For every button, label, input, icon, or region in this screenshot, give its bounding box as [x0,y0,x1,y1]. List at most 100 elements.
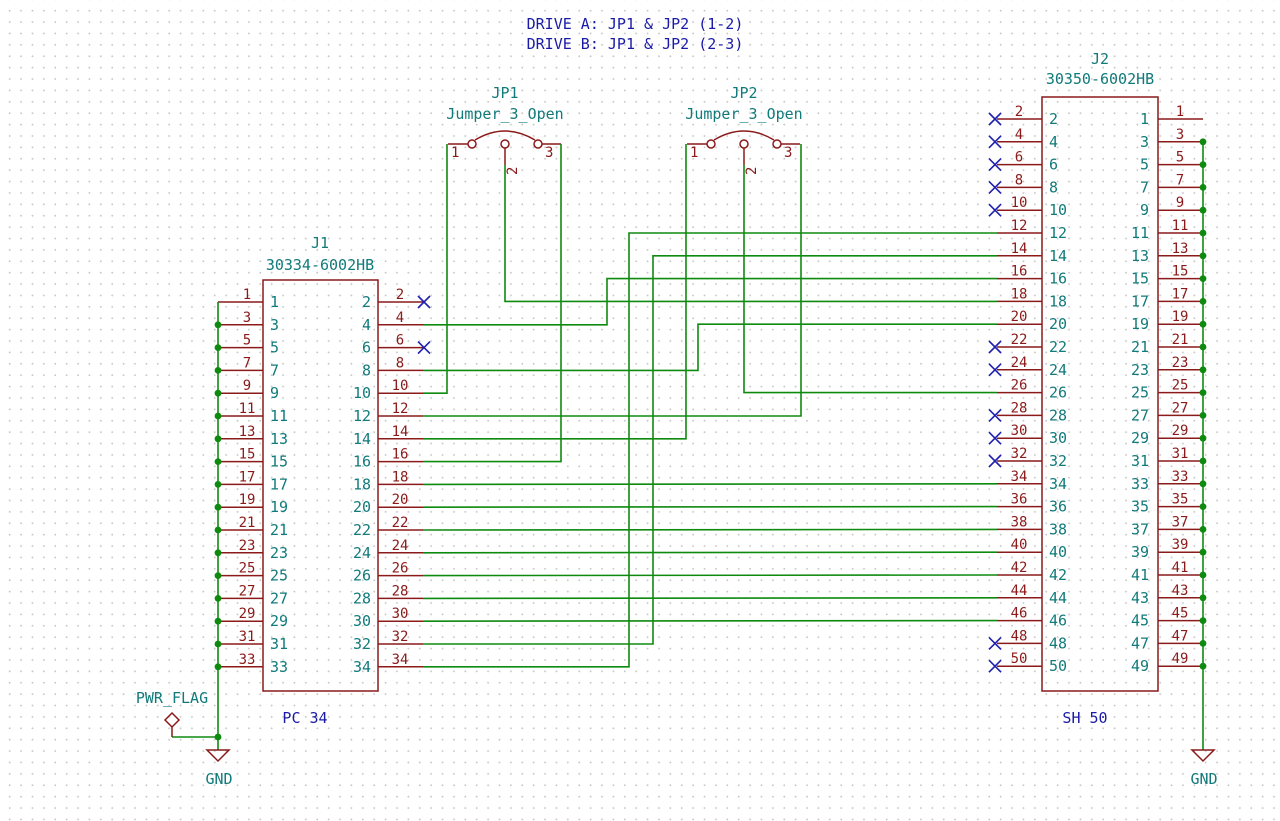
junction-j2-35 [1199,503,1207,510]
j2-pin-name-13: 13 [1131,247,1149,265]
j1-pin-name-6: 6 [362,339,371,357]
wire-j1-14-jp2-1 [423,144,687,440]
wire-jp1-2-j2-18 [504,165,997,303]
j2-pin-name-26: 26 [1049,384,1067,402]
no-connect-j2-8-b [988,180,1002,194]
wire-j1-32-j2-14 [423,255,997,645]
j2-pin-number-35: 35 [1172,492,1189,508]
junction-j2-21 [1199,343,1207,351]
j2-pin-number-24: 24 [1011,355,1028,371]
j1-pin-number-14: 14 [392,424,409,440]
j1-pin-number-18: 18 [392,469,409,485]
j1-pin-name-9: 9 [270,384,279,402]
wire-j1-18-j2-34 [422,482,998,486]
j1-pin-number-11: 11 [239,401,256,417]
j2-pin-number-8: 8 [1015,172,1023,188]
j2-pin-number-11: 11 [1172,218,1189,234]
junction-j2-13 [1199,252,1207,260]
j1-pin-number-31: 31 [239,629,256,645]
j2-pin-number-36: 36 [1011,492,1028,508]
j1-pin-number-34: 34 [392,652,409,668]
j1-pin-number-26: 26 [392,561,409,577]
j2-pin-name-12: 12 [1049,224,1067,242]
j2-pin-name-36: 36 [1049,498,1067,516]
no-connect-j2-24-b [988,363,1002,377]
j2-pin-number-44: 44 [1011,583,1028,599]
jp2-pin2: 2 [744,167,760,175]
wire-j1-28-j2-44 [422,596,998,600]
j1-pin-name-33: 33 [270,658,288,676]
j2-pin-name-40: 40 [1049,543,1067,561]
j2-pin-number-22: 22 [1011,332,1028,348]
j2-pin-name-3: 3 [1140,133,1149,151]
j2-pin-name-46: 46 [1049,612,1067,630]
j2-footer: SH 50 [1062,709,1107,727]
no-connect-j1-2-b [417,295,431,309]
j2-pin-number-33: 33 [1172,469,1189,485]
j1-pin-name-20: 20 [353,498,371,516]
no-connect-j2-2-b [988,112,1002,126]
j2-pin-number-2: 2 [1015,104,1023,120]
wire-j1-22-j2-38 [422,528,998,531]
j1-pin-name-10: 10 [353,384,371,402]
junction-j2-41 [1199,571,1207,579]
j1-pin-name-27: 27 [270,589,288,607]
jp1-pin2: 2 [505,167,521,175]
j2-pin-name-18: 18 [1049,292,1067,310]
junction-j1-31 [214,640,222,648]
j1-pin-name-14: 14 [353,430,371,448]
j2-pin-name-1: 1 [1140,110,1149,128]
junction-j1-29 [214,617,222,625]
j1-pin-number-27: 27 [239,583,256,599]
j2-pin-number-3: 3 [1176,127,1184,143]
junction-j2-19 [1199,320,1207,328]
j1-pin-number-24: 24 [392,538,409,554]
j1-pin-name-15: 15 [270,453,288,471]
j2-pin-name-9: 9 [1140,201,1149,219]
j2-pin-number-42: 42 [1011,560,1028,576]
j2-pin-number-6: 6 [1015,150,1023,166]
j1-pin-number-32: 32 [392,629,409,645]
j1-value: 30334-6002HB [266,256,374,274]
gnd-right-label: GND [1190,770,1217,788]
pwr-flag-symbol[interactable]: PWR_FLAG [136,689,208,737]
j1-pin-number-28: 28 [392,583,409,599]
j1-pin-number-21: 21 [239,515,256,531]
j1-pin-number-12: 12 [392,401,409,417]
gnd-left-symbol[interactable]: GND [205,749,233,788]
j1-pin-number-25: 25 [239,561,256,577]
j2-pin-name-21: 21 [1131,338,1149,356]
j2-pin-name-14: 14 [1049,247,1067,265]
j1-pin-number-19: 19 [239,492,256,508]
wire-j1-26-j2-42 [422,574,998,577]
wire-j1-30-j2-46 [422,619,998,623]
j2-pin-number-37: 37 [1172,514,1189,530]
jp2-pin3: 3 [784,145,792,161]
junction-j2-27 [1199,412,1207,419]
wire-j1-12-jp2-3 [423,144,802,417]
junction-j1-15 [214,458,222,465]
no-connect-j2-4-b [988,135,1002,149]
j2-pin-name-4: 4 [1049,133,1058,151]
j2-pin-number-14: 14 [1011,241,1028,257]
jumper-jp2[interactable]: JP2 Jumper_3_Open 1 2 3 [685,84,802,175]
jumper-jp1[interactable]: JP1 Jumper_3_Open 1 2 3 [446,84,563,175]
jp2-ref: JP2 [730,84,757,102]
junction-j2-7 [1199,184,1207,191]
j2-pin-name-43: 43 [1131,589,1149,607]
gnd-right-symbol[interactable]: GND [1190,749,1218,788]
j2-pin-number-46: 46 [1011,606,1028,622]
wire-j1-34-j2-12 [423,232,997,668]
j1-pin-number-9: 9 [243,378,251,394]
j2-pin-name-30: 30 [1049,429,1067,447]
junction-j1-5 [214,344,222,351]
jp1-ref: JP1 [491,84,518,102]
j2-pin-name-5: 5 [1140,156,1149,174]
junction-j1-9 [214,389,222,397]
j2-pin-name-41: 41 [1131,566,1149,584]
j2-pin-number-20: 20 [1011,309,1028,325]
j1-pin-name-26: 26 [353,567,371,585]
j1-pin-name-21: 21 [270,521,288,539]
